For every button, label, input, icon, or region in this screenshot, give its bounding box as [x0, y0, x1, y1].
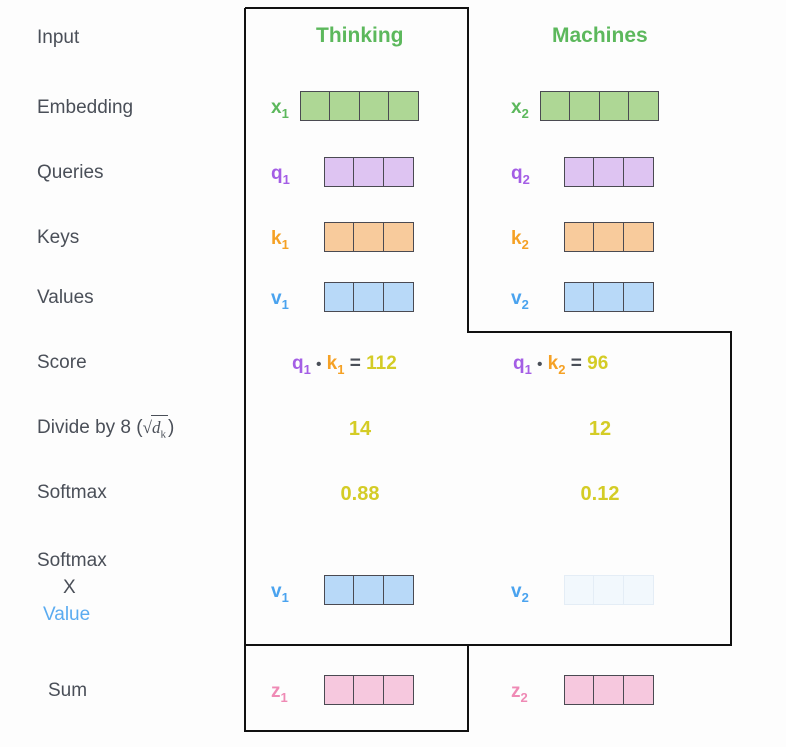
score-expression-2: q1 • k2 = 96 — [513, 353, 608, 377]
score-expression-1: q1 • k1 = 112 — [292, 353, 397, 377]
vector-cell — [593, 282, 625, 312]
vector-cell — [353, 157, 385, 187]
vector-cell — [329, 91, 361, 121]
dot-product-icon: • — [537, 356, 543, 373]
score-q-term: q1 — [292, 353, 311, 377]
vector-cell — [358, 91, 390, 121]
score-q-term: q1 — [513, 353, 532, 377]
vector-q1 — [324, 157, 414, 187]
score-value: 96 — [587, 353, 609, 374]
row-label-embedding: Embedding — [37, 97, 134, 118]
row-label-keys: Keys — [37, 227, 80, 248]
softmax-value-2: 0.12 — [580, 483, 620, 505]
token-label-x2: x2 — [511, 97, 529, 121]
softmax-value-1: 0.88 — [340, 483, 380, 505]
token-label-z1: z1 — [271, 681, 288, 705]
row-label-divide-by-8: Divide by 8 (√dk) — [37, 415, 174, 441]
vector-cell — [622, 282, 654, 312]
score-k-term: k1 — [326, 353, 345, 377]
token-label-k1: k1 — [271, 228, 289, 252]
vector-cell — [593, 575, 625, 605]
row-label-input: Input — [37, 27, 80, 48]
token-label-q1: q1 — [271, 163, 290, 187]
softmax-line-1: Softmax — [37, 550, 107, 571]
row-label-sum: Sum — [48, 680, 88, 701]
vector-cell — [388, 91, 420, 121]
divide-label-tail: ) — [167, 417, 175, 438]
vector-cell — [324, 222, 355, 252]
vector-cell — [564, 157, 595, 187]
token-label-z2: z2 — [511, 681, 528, 705]
vector-cell — [622, 157, 654, 187]
score-value: 112 — [366, 353, 397, 374]
vector-q2 — [564, 157, 654, 187]
row-label-softmax-times-value: Softmax X Value — [37, 548, 107, 629]
vector-cell — [540, 91, 571, 121]
softmax-line-3: Value — [43, 603, 91, 625]
sqrt-dk-notation: √dk — [143, 415, 168, 441]
token-label-q2: q2 — [511, 163, 530, 187]
divided-score-1: 14 — [348, 418, 372, 440]
vector-x2 — [540, 91, 660, 121]
vector-cell — [353, 575, 385, 605]
softmax-line-2: X — [63, 576, 76, 598]
vector-cell — [622, 575, 654, 605]
token-label-v2: v2 — [511, 288, 529, 312]
token-label-k2: k2 — [511, 228, 529, 252]
vector-cell — [382, 222, 414, 252]
vector-cell — [593, 675, 625, 705]
vector-cell — [622, 675, 654, 705]
math-var-d: d — [151, 418, 161, 437]
row-label-values: Values — [37, 287, 94, 308]
row-label-score: Score — [37, 352, 87, 373]
vector-cell — [324, 575, 355, 605]
vector-cell — [622, 222, 654, 252]
vector-weighted-v2 — [564, 575, 654, 605]
divided-score-2: 12 — [588, 418, 612, 440]
vector-cell — [564, 575, 595, 605]
dot-product-icon: • — [316, 356, 322, 373]
divide-label-text: Divide by 8 ( — [37, 417, 143, 438]
vector-cell — [593, 157, 625, 187]
column-header-thinking: Thinking — [316, 24, 404, 47]
vector-cell — [353, 222, 385, 252]
row-label-queries: Queries — [37, 162, 104, 183]
vector-cell — [382, 575, 414, 605]
vector-cell — [598, 91, 630, 121]
vector-cell — [324, 675, 355, 705]
token-label-weighted-v1: v1 — [271, 581, 289, 605]
vector-cell — [382, 282, 414, 312]
vector-cell — [324, 282, 355, 312]
token-label-weighted-v2: v2 — [511, 581, 529, 605]
vector-k1 — [324, 222, 414, 252]
equals-sign: = — [349, 353, 361, 374]
column-header-machines: Machines — [552, 24, 648, 47]
vector-cell — [593, 222, 625, 252]
vector-x1 — [300, 91, 420, 121]
token-label-v1: v1 — [271, 288, 289, 312]
vector-cell — [353, 675, 385, 705]
score-k-term: k2 — [547, 353, 566, 377]
vector-cell — [382, 675, 414, 705]
vector-cell — [353, 282, 385, 312]
vector-cell — [564, 675, 595, 705]
vector-cell — [628, 91, 660, 121]
math-sub-k: k — [160, 428, 166, 441]
vector-weighted-v1 — [324, 575, 414, 605]
vector-cell — [569, 91, 601, 121]
vector-v1 — [324, 282, 414, 312]
vector-v2 — [564, 282, 654, 312]
row-label-softmax: Softmax — [37, 482, 107, 503]
vector-k2 — [564, 222, 654, 252]
vector-z1 — [324, 675, 414, 705]
vector-cell — [564, 222, 595, 252]
vector-z2 — [564, 675, 654, 705]
vector-cell — [382, 157, 414, 187]
vector-cell — [300, 91, 331, 121]
vector-cell — [324, 157, 355, 187]
equals-sign: = — [570, 353, 582, 374]
vector-cell — [564, 282, 595, 312]
token-label-x1: x1 — [271, 97, 289, 121]
